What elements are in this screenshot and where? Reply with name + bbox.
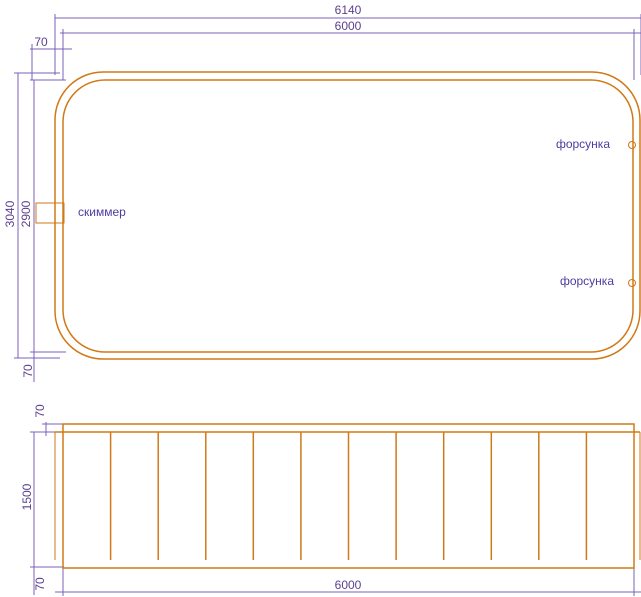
panel-dividers — [109, 432, 588, 560]
elev-dim-bottom-wall: 70 — [33, 567, 47, 595]
nozzle-upper: форсунка — [556, 137, 636, 151]
elev-dim-label-6000: 6000 — [335, 578, 362, 592]
dim-label-70-horizontal: 70 — [34, 35, 48, 49]
elev-dim-label-70-top: 70 — [33, 404, 47, 418]
dim-label-3040: 3040 — [3, 200, 17, 227]
nozzle-lower: форсунка — [560, 274, 636, 288]
pool-outer-wall — [54, 71, 641, 360]
skimmer-label: скиммер — [78, 205, 126, 219]
dim-inner-length: 6000 — [60, 19, 641, 80]
dim-inner-width: 2900 — [19, 79, 66, 353]
dim-label-2900: 2900 — [19, 200, 33, 227]
pool-wall-elevation — [62, 423, 635, 569]
dim-overall-width: 3040 — [3, 72, 60, 359]
nozzle-upper-symbol — [628, 141, 636, 149]
dim-corner-wall: 70 — [30, 35, 72, 80]
elev-dim-height: 1500 — [20, 431, 64, 568]
nozzle-upper-label: форсунка — [556, 137, 610, 151]
dim-label-6140: 6140 — [335, 3, 362, 17]
skimmer-box — [35, 202, 65, 224]
plan-view: 6140 6000 70 3040 290 — [3, 3, 641, 382]
skimmer: скиммер — [35, 202, 126, 224]
elev-dim-label-70-bottom: 70 — [33, 577, 47, 591]
dim-label-6000-top: 6000 — [335, 19, 362, 33]
dim-bottom-wall: 70 — [21, 352, 35, 382]
nozzle-lower-label: форсунка — [560, 274, 614, 288]
pool-inner-wall — [62, 79, 634, 353]
nozzle-lower-symbol — [628, 279, 636, 287]
dim-overall-length: 6140 — [54, 3, 641, 75]
elevation-view: 70 1500 70 6000 — [20, 404, 641, 596]
dim-label-70-bottom: 70 — [21, 364, 35, 378]
elev-dim-label-1500: 1500 — [20, 483, 34, 510]
elev-dim-length: 6000 — [55, 568, 641, 596]
elev-dim-top-wall: 70 — [33, 404, 64, 436]
